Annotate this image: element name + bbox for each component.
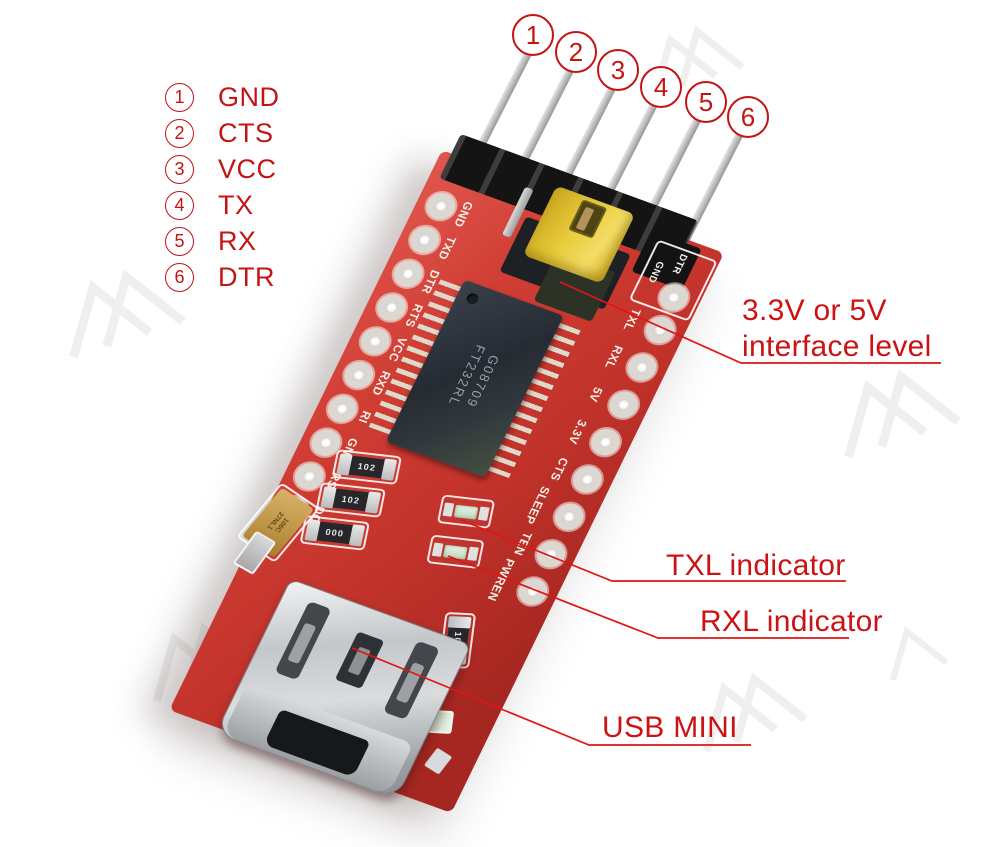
resistor-value: 000 [316,521,353,545]
annotation-interface-line2: interface level [742,330,932,363]
pth-hole [586,424,625,460]
chip-pin1-dot [464,292,480,306]
callout-number: 5 [698,86,714,117]
legend-label: GND [218,82,280,112]
resistor-value: 102 [332,488,369,512]
solder-pad [364,491,382,514]
pth-hole [323,391,362,427]
silkscreen-label: TEN [510,530,535,558]
legend-label: TX [218,190,254,220]
callout-circle-3: 3 [597,49,639,91]
solder-pad [467,546,479,561]
legend-number: 5 [165,227,194,256]
silkscreen-label: RXL [601,343,626,371]
pth-hole [568,462,607,497]
usb-spring-tab [395,662,425,704]
callout-circle-6: 6 [727,96,769,138]
callout-number: 4 [653,71,669,102]
pth-hole [640,312,680,348]
solder-pad [380,458,398,481]
callout-number: 6 [740,101,756,132]
legend-label: DTR [218,262,275,292]
resistor: 102 [331,449,403,485]
legend-label: RX [218,226,257,256]
legend-row-cts: 2 CTS [165,118,274,149]
callout-circle-1: 1 [512,14,554,56]
solder-pad [477,506,490,521]
led-body [442,544,468,560]
legend-number: 1 [165,83,194,112]
annotation-usb-mini: USB MINI [602,711,738,744]
legend-row-vcc: 3 VCC [165,154,277,185]
pth-hole [513,574,552,609]
txl-led [436,494,496,529]
legend-row-gnd: 1 GND [165,82,280,113]
callout-number: 2 [568,36,584,67]
silkscreen-label: 5V [585,385,606,404]
legend-label: VCC [218,154,277,184]
pth-hole [622,350,662,385]
silkscreen-label: 3.3V [565,417,590,447]
solder-pad [431,542,444,557]
legend-number: 3 [165,155,194,184]
usb-center-hole [334,631,385,689]
resistor-value: 102 [348,455,385,479]
legend-number: 6 [165,263,194,292]
rxl-led [426,534,485,569]
legend-row-rx: 5 RX [165,226,257,257]
solder-pad [348,524,366,547]
legend-row-dtr: 6 DTR [165,262,275,293]
usb-spring-tab [287,622,317,665]
solder-pad [442,502,455,517]
usb-center-tab [347,646,371,676]
callout-circle-4: 4 [640,66,682,108]
chip-marking: G08709 FT232RL [444,343,505,415]
silkscreen-label: TXL [620,306,644,333]
legend-number: 2 [165,119,194,148]
usb-spring-slot [274,600,332,681]
resistor: 102 [315,482,387,518]
silkscreen-label: SLEEP [521,484,553,527]
legend-number: 4 [165,191,194,220]
pth-hole [604,387,643,423]
capacitor-marking: 106C 27NL1 [265,510,291,535]
callout-circle-5: 5 [685,81,727,123]
pth-hole [550,499,589,535]
legend-row-tx: 4 TX [165,190,254,221]
callout-number: 3 [610,54,626,85]
annotation-interface-line1: 3.3V or 5V [742,294,887,327]
legend-label: CTS [218,118,274,148]
annotation-txl-indicator: TXL indicator [666,549,846,582]
annotation-rxl-indicator: RXL indicator [700,605,883,638]
solder-pad [423,747,453,775]
silkscreen-label: CTS [547,455,572,483]
led-body [453,504,479,520]
pth-hole [531,536,571,572]
silkscreen-label: PWREN [484,556,518,604]
callout-circle-2: 2 [555,31,597,73]
resistor-cluster: 102 102 000 [298,443,403,557]
usb-spring-slot [382,640,441,720]
callout-number: 1 [525,19,541,50]
